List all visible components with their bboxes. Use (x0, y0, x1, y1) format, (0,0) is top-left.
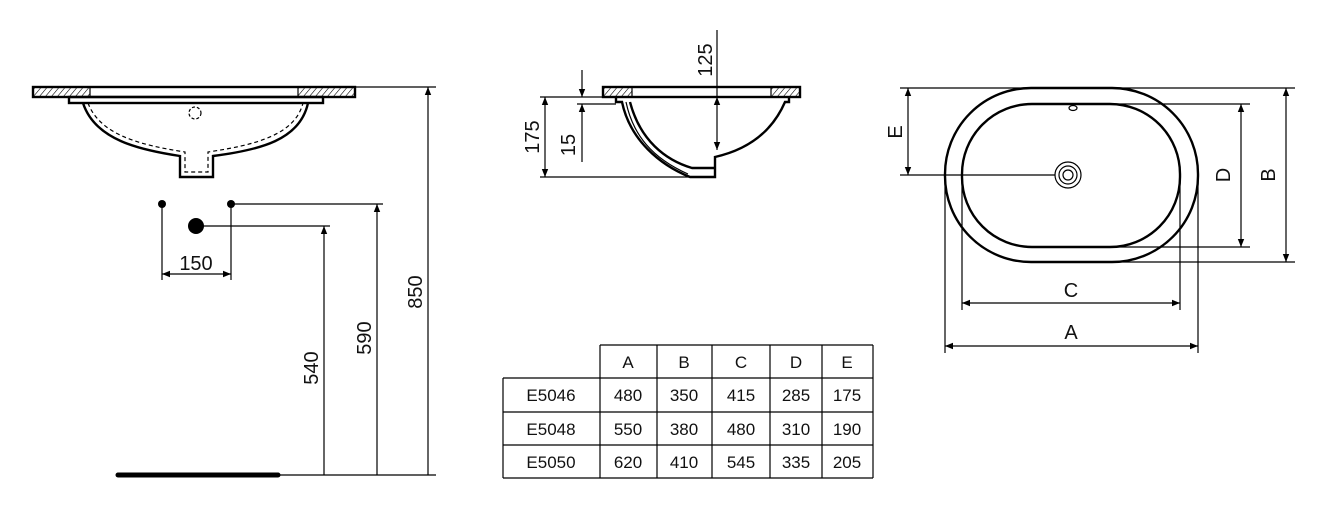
dim-15: 15 (558, 134, 580, 156)
cell: 350 (670, 386, 698, 405)
table-row: E5046 480 350 415 285 175 (526, 386, 861, 405)
dim-E: E (885, 125, 907, 138)
dim-540: 540 (301, 351, 323, 384)
cell: 310 (782, 420, 810, 439)
model-cell: E5050 (526, 453, 575, 472)
header-C: C (735, 353, 747, 372)
cell: 410 (670, 453, 698, 472)
dim-125: 125 (695, 43, 717, 76)
dim-590: 590 (354, 321, 376, 354)
cell: 620 (614, 453, 642, 472)
dim-C: C (1064, 280, 1078, 302)
cell: 480 (614, 386, 642, 405)
front-view: 150 540 590 850 (31, 85, 436, 478)
overflow-icon (1068, 104, 1078, 112)
cell: 335 (782, 453, 810, 472)
table-header: A B C D E (622, 353, 852, 372)
header-A: A (622, 353, 634, 372)
dim-150: 150 (179, 253, 212, 275)
table-row: E5048 550 380 480 310 190 (526, 420, 861, 439)
cell: 480 (727, 420, 755, 439)
cell: 285 (782, 386, 810, 405)
dim-850: 850 (405, 275, 427, 308)
cell: 545 (727, 453, 755, 472)
header-D: D (790, 353, 802, 372)
model-cell: E5048 (526, 420, 575, 439)
cell: 205 (833, 453, 861, 472)
dim-175: 175 (522, 120, 544, 153)
top-view: E D B C A (885, 86, 1295, 353)
dim-A: A (1064, 322, 1078, 344)
dim-D: D (1213, 168, 1235, 182)
cell: 175 (833, 386, 861, 405)
cell: 380 (670, 420, 698, 439)
header-E: E (841, 353, 852, 372)
cell: 550 (614, 420, 642, 439)
cell: 415 (727, 386, 755, 405)
section-view: 125 175 15 (522, 30, 802, 179)
dimension-table: A B C D E E5046 480 350 415 285 175 E504… (502, 344, 874, 479)
model-cell: E5046 (526, 386, 575, 405)
cell: 190 (833, 420, 861, 439)
dim-B: B (1258, 168, 1280, 181)
table-row: E5050 620 410 545 335 205 (526, 453, 861, 472)
header-B: B (678, 353, 689, 372)
